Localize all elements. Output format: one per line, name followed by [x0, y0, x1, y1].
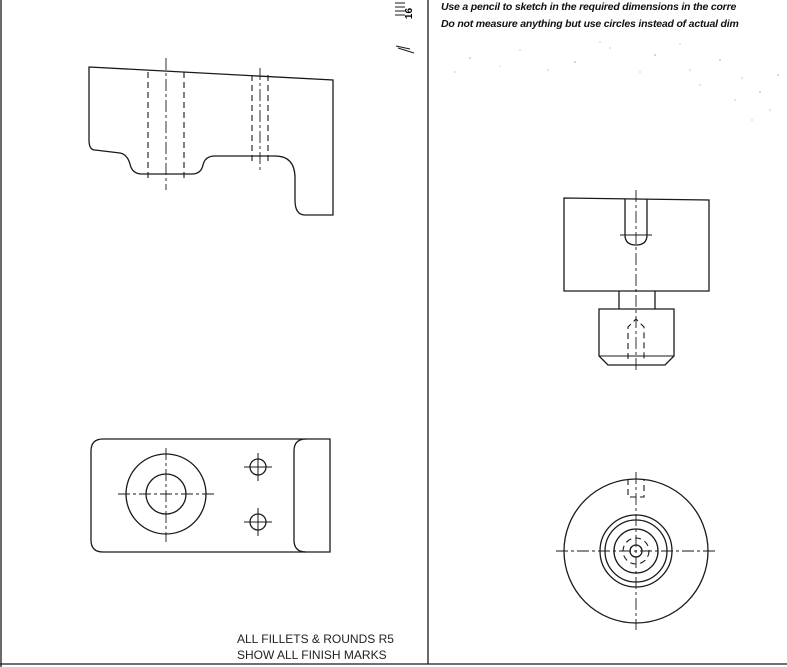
- scan-speckle: [454, 41, 779, 121]
- margin-mark: 16: [404, 7, 416, 20]
- instruction-line-2: Do not measure anything but use circles …: [441, 18, 739, 30]
- margin-scan-marks: [395, 2, 415, 54]
- front-view-right: [563, 190, 710, 372]
- fillets-note: ALL FILLETS & ROUNDS R5: [237, 632, 394, 646]
- instruction-line-1: Use a pencil to sketch in the required d…: [441, 1, 737, 13]
- finish-marks-note: SHOW ALL FINISH MARKS: [237, 648, 387, 662]
- top-view-left: [90, 438, 331, 553]
- top-view-right: [556, 472, 716, 630]
- front-view-left: [88, 58, 334, 216]
